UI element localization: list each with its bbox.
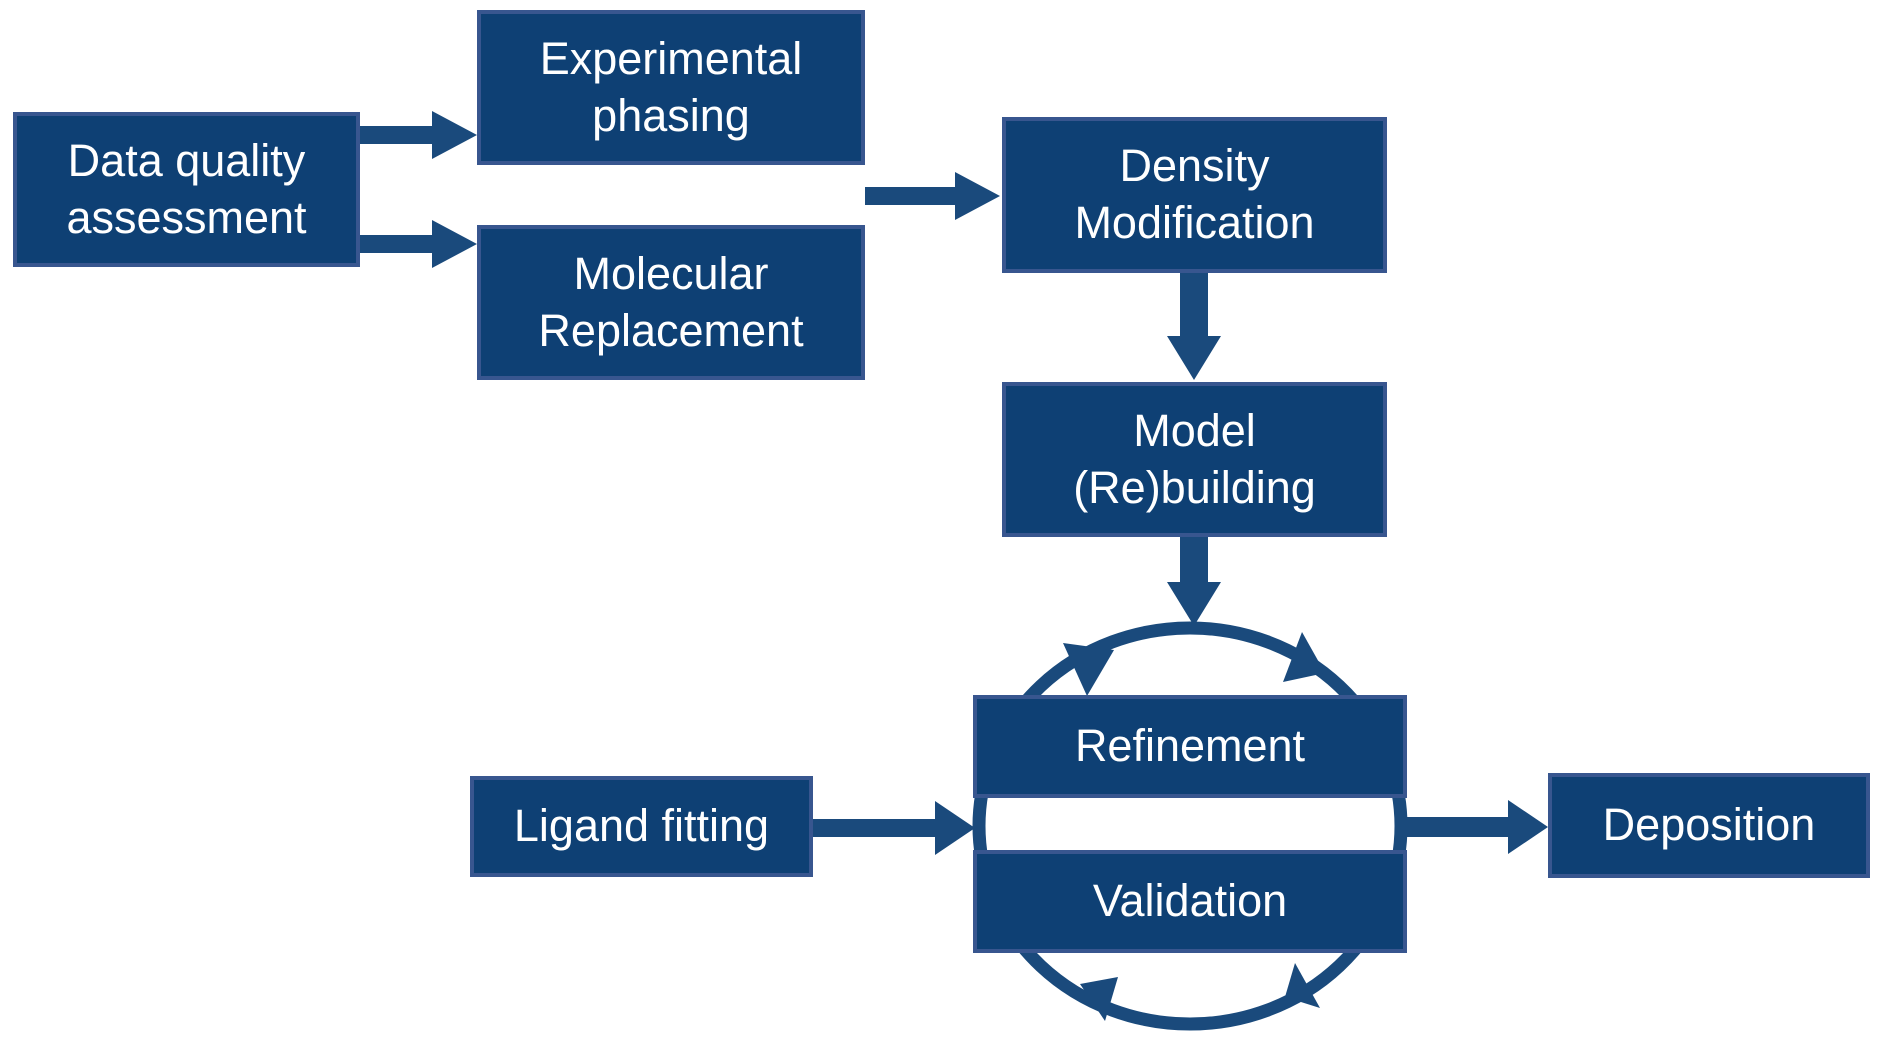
arrow-dqa-to-experimental (360, 111, 477, 159)
node-density-modification: Density Modification (1002, 117, 1387, 273)
cycle-arrowhead-bottom-left (1080, 977, 1118, 1021)
cycle-arrowhead-bottom-right (1285, 963, 1320, 1008)
node-data-quality-assessment: Data quality assessment (13, 112, 360, 267)
node-refinement: Refinement (973, 695, 1407, 798)
node-model-rebuilding: Model (Re)building (1002, 382, 1387, 537)
arrow-dqa-to-molecular (360, 220, 477, 268)
node-validation: Validation (973, 850, 1407, 953)
arrow-model-to-cycle (1167, 537, 1221, 626)
cycle-ring (972, 621, 1408, 1031)
arrow-cycle-to-deposition (1405, 800, 1548, 854)
arrow-ligand-to-cycle (813, 801, 975, 855)
cycle-arrowhead-top-right (1283, 632, 1325, 682)
cycle-arrowhead-top-left (1063, 643, 1114, 696)
node-molecular-replacement: Molecular Replacement (477, 225, 865, 380)
arrow-density-to-model (1167, 273, 1221, 380)
node-ligand-fitting: Ligand fitting (470, 776, 813, 877)
node-deposition: Deposition (1548, 773, 1870, 878)
arrow-to-density-modification (865, 172, 1000, 220)
node-experimental-phasing: Experimental phasing (477, 10, 865, 165)
